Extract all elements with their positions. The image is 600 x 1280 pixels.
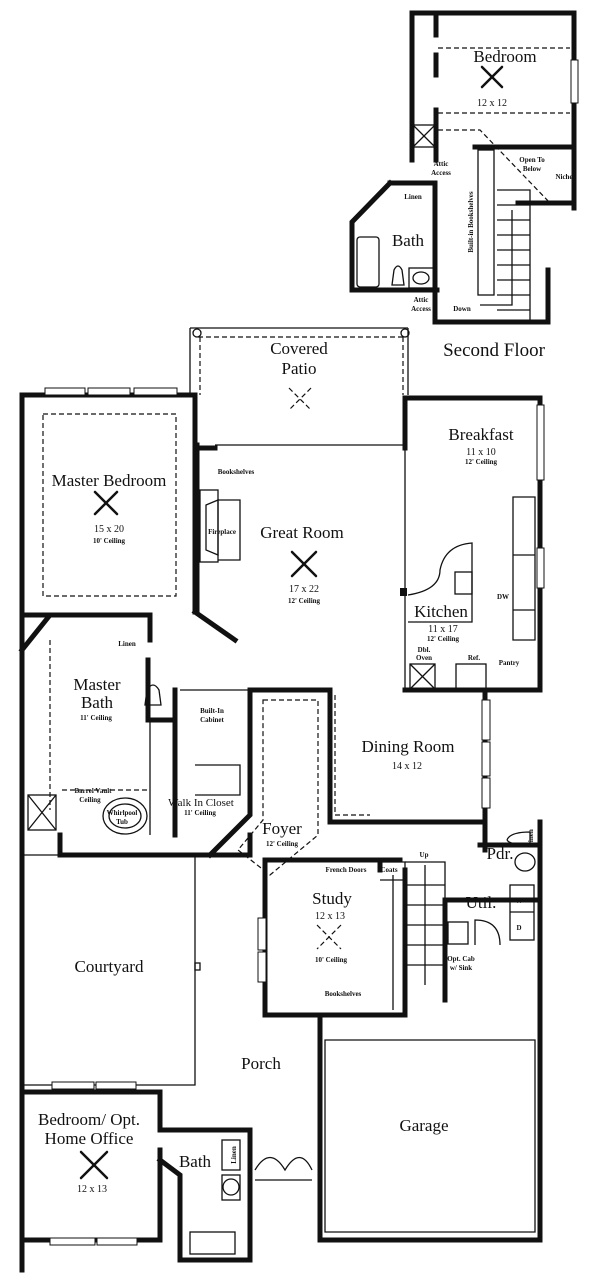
room-ceiling: 12' Ceiling bbox=[465, 458, 498, 466]
room-ceiling: 11' Ceiling bbox=[80, 714, 112, 722]
room-label-kitchen: Kitchen bbox=[414, 602, 468, 621]
ceiling-fan-icon bbox=[480, 65, 504, 89]
note-opt-cab-sink: Opt. Cab bbox=[447, 955, 475, 963]
note-attic-access: Access bbox=[431, 169, 451, 177]
ceiling-fan-icon bbox=[79, 1150, 109, 1180]
note-attic-access: Attic bbox=[434, 160, 449, 168]
note-barrel-vault-ceiling: Ceiling bbox=[79, 796, 101, 804]
room-ceiling: 12' Ceiling bbox=[427, 635, 460, 643]
note-dryer: D bbox=[516, 924, 521, 932]
room-ceiling: 12' Ceiling bbox=[288, 597, 321, 605]
note-attic-access: Attic bbox=[414, 296, 429, 304]
room-label-bedroom-office: Bedroom/ Opt. bbox=[38, 1110, 140, 1129]
room-label-study: Study bbox=[312, 889, 352, 908]
note-linen: Linen bbox=[230, 1146, 238, 1164]
note-study-bookshelves: Bookshelves bbox=[325, 990, 362, 998]
ceiling-fan-optional-icon bbox=[316, 924, 342, 950]
room-label-walk-in-closet: Walk In Closet bbox=[168, 797, 234, 809]
second-floor-plan: Bedroom 12 x 12 Bath Linen Attic Access … bbox=[349, 10, 579, 361]
note-whirlpool-tub: Whirlpool bbox=[107, 809, 138, 817]
room-label-dining-room: Dining Room bbox=[361, 737, 454, 756]
note-built-in-cabinet: Built-In bbox=[200, 707, 224, 715]
note-built-in-bookshelves: Built-in Bookshelves bbox=[467, 191, 475, 253]
room-label-foyer: Foyer bbox=[262, 819, 302, 838]
note-washer: W bbox=[516, 897, 523, 905]
ceiling-fan-optional-icon bbox=[288, 387, 312, 411]
room-label-upstairs-bedroom: Bedroom bbox=[473, 47, 536, 66]
note-dbl-oven: Dbl. bbox=[418, 646, 431, 654]
room-label-breakfast: Breakfast bbox=[448, 425, 513, 444]
room-ceiling: 10' Ceiling bbox=[315, 956, 348, 964]
room-size: 12 x 13 bbox=[77, 1184, 107, 1195]
note-dw: DW bbox=[497, 593, 509, 601]
room-ceiling: 10' Ceiling bbox=[93, 537, 126, 545]
room-size: 11 x 10 bbox=[466, 447, 496, 458]
note-niche: Niche bbox=[555, 173, 572, 181]
room-ceiling: 12' Ceiling bbox=[266, 840, 299, 848]
note-built-in-cabinet: Cabinet bbox=[200, 716, 224, 724]
note-dbl-oven: Oven bbox=[416, 654, 432, 662]
room-label-upstairs-bath: Bath bbox=[392, 231, 425, 250]
ceiling-fan-icon bbox=[290, 550, 318, 578]
room-label-covered-patio: Covered bbox=[270, 339, 328, 358]
note-opt-cab-sink: w/ Sink bbox=[450, 964, 472, 972]
room-label-covered-patio: Patio bbox=[282, 359, 317, 378]
note-barrel-vault-ceiling: Barrel Vault bbox=[74, 787, 112, 795]
room-size: 15 x 20 bbox=[94, 524, 124, 535]
room-label-great-room: Great Room bbox=[260, 523, 344, 542]
room-label-bedroom-office: Home Office bbox=[45, 1129, 134, 1148]
note-attic-access: Access bbox=[411, 305, 431, 313]
note-linen: Linen bbox=[404, 193, 422, 201]
room-size: 11 x 17 bbox=[428, 624, 458, 635]
room-label-powder: Pdr. bbox=[487, 844, 514, 863]
first-floor-plan: Covered Patio Master Bedroom 15 x 20 10'… bbox=[18, 327, 545, 1273]
room-label-bath: Bath bbox=[179, 1152, 212, 1171]
room-size: 12 x 12 bbox=[477, 98, 507, 109]
room-label-master-bath: Bath bbox=[81, 693, 114, 712]
note-pantry: Pantry bbox=[499, 659, 520, 667]
note-linen: Linen bbox=[527, 829, 535, 847]
room-label-garage: Garage bbox=[399, 1116, 448, 1135]
note-up: Up bbox=[420, 851, 429, 859]
note-coats: Coats bbox=[380, 866, 397, 874]
note-down: Down bbox=[453, 305, 471, 313]
note-open-to-below: Open To bbox=[519, 156, 545, 164]
note-ref: Ref. bbox=[468, 654, 480, 662]
room-ceiling: 11' Ceiling bbox=[184, 809, 216, 817]
room-size: 14 x 12 bbox=[392, 761, 422, 772]
room-label-utility: Util. bbox=[466, 893, 497, 912]
note-whirlpool-tub: Tub bbox=[116, 818, 128, 826]
note-linen: Linen bbox=[118, 640, 136, 648]
ceiling-fan-icon bbox=[93, 490, 119, 516]
second-floor-title: Second Floor bbox=[443, 340, 546, 361]
room-label-porch: Porch bbox=[241, 1054, 281, 1073]
note-bookshelves: Bookshelves bbox=[218, 468, 255, 476]
note-fireplace: Fireplace bbox=[208, 528, 236, 536]
room-label-master-bath: Master bbox=[73, 675, 121, 694]
room-label-courtyard: Courtyard bbox=[75, 957, 144, 976]
note-open-to-below: Below bbox=[523, 165, 542, 173]
note-french-doors: French Doors bbox=[326, 866, 367, 874]
room-size: 17 x 22 bbox=[289, 584, 319, 595]
room-label-master-bedroom: Master Bedroom bbox=[52, 471, 167, 490]
room-size: 12 x 13 bbox=[315, 911, 345, 922]
